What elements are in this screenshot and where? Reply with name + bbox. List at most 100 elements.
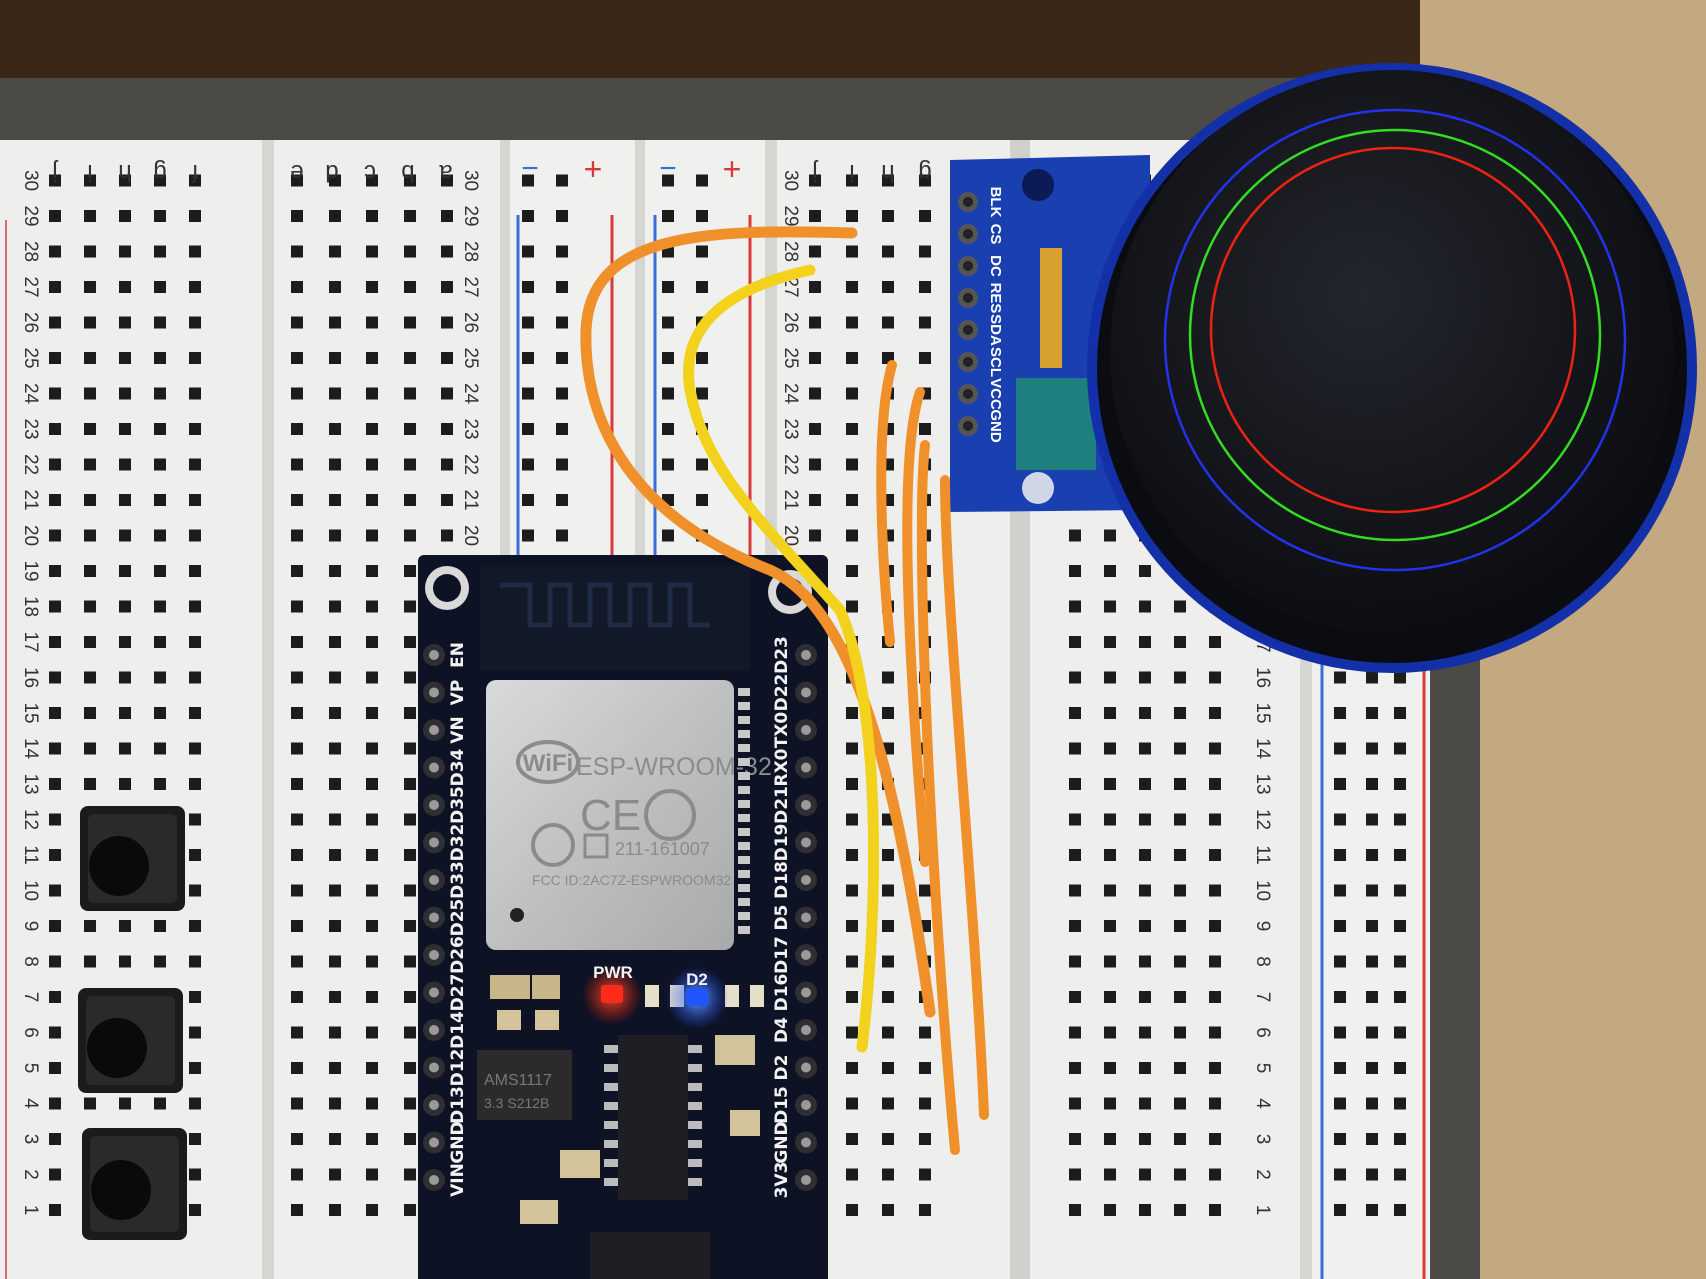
row-number: 9 bbox=[1252, 921, 1273, 932]
breadboard-hole bbox=[49, 210, 61, 222]
breadboard-hole bbox=[1104, 778, 1116, 790]
breadboard-hole bbox=[329, 316, 341, 329]
breadboard-hole bbox=[1139, 1097, 1151, 1110]
breadboard-hole bbox=[329, 210, 341, 222]
breadboard-hole bbox=[366, 955, 378, 968]
breadboard-hole bbox=[154, 778, 166, 790]
row-number: 6 bbox=[20, 1027, 41, 1038]
breadboard-hole bbox=[556, 316, 568, 329]
breadboard-hole bbox=[1174, 1133, 1186, 1145]
breadboard-hole bbox=[1069, 955, 1081, 968]
breadboard-hole bbox=[1394, 1133, 1406, 1145]
esp32-pin-label: D4 bbox=[772, 1017, 792, 1043]
breadboard-hole bbox=[1104, 1204, 1116, 1216]
breadboard-hole bbox=[1334, 742, 1346, 755]
row-number: 20 bbox=[780, 525, 801, 546]
row-number: 5 bbox=[20, 1063, 41, 1074]
row-number: 11 bbox=[20, 845, 41, 865]
row-number: 24 bbox=[20, 383, 41, 405]
breadboard-hole bbox=[366, 813, 378, 826]
breadboard-hole bbox=[291, 1204, 303, 1216]
row-number: 19 bbox=[20, 560, 41, 581]
breadboard-hole bbox=[404, 849, 416, 861]
breadboard-hole bbox=[919, 1026, 931, 1039]
chip-pin bbox=[688, 1178, 702, 1186]
column-letter: h bbox=[118, 159, 131, 186]
breadboard-hole bbox=[404, 778, 416, 790]
breadboard-hole bbox=[291, 671, 303, 684]
breadboard-hole bbox=[662, 387, 674, 400]
breadboard-hole bbox=[291, 778, 303, 790]
breadboard-hole bbox=[696, 281, 708, 293]
esp32-antenna bbox=[480, 565, 750, 670]
breadboard-hole bbox=[84, 316, 96, 329]
row-number: 7 bbox=[1252, 992, 1273, 1003]
breadboard-hole bbox=[404, 1204, 416, 1216]
breadboard-hole bbox=[329, 352, 341, 364]
row-number: 10 bbox=[20, 880, 41, 901]
power-led bbox=[601, 985, 623, 1003]
esp32-pin-label: D35 bbox=[448, 786, 468, 824]
breadboard-hole bbox=[522, 245, 534, 258]
esp32-header-pin-tip bbox=[429, 875, 439, 885]
breadboard-hole bbox=[366, 778, 378, 790]
row-number: 4 bbox=[1252, 1098, 1273, 1109]
column-letter: j bbox=[52, 159, 58, 186]
breadboard-hole bbox=[84, 210, 96, 222]
breadboard-hole bbox=[291, 849, 303, 861]
breadboard-hole bbox=[919, 423, 931, 435]
row-number: 2 bbox=[20, 1169, 41, 1180]
orange-wire-2 bbox=[876, 360, 897, 647]
breadboard-hole bbox=[1139, 955, 1151, 968]
breadboard-hole bbox=[1069, 671, 1081, 684]
regulator-chip bbox=[477, 1050, 572, 1120]
breadboard-hole bbox=[846, 1097, 858, 1110]
breadboard-hole bbox=[1174, 671, 1186, 684]
breadboard-hole bbox=[1174, 707, 1186, 719]
breadboard-hole bbox=[1209, 1026, 1221, 1039]
breadboard-hole bbox=[1139, 778, 1151, 790]
breadboard-hole bbox=[119, 281, 131, 293]
breadboard-hole bbox=[919, 210, 931, 222]
breadboard-hole bbox=[119, 565, 131, 577]
display-pin-label: GND bbox=[987, 409, 1004, 443]
breadboard-hole bbox=[882, 245, 894, 258]
breadboard-hole bbox=[404, 920, 416, 932]
breadboard-hole bbox=[404, 813, 416, 826]
chip-pin bbox=[688, 1064, 702, 1072]
row-number: 1 bbox=[20, 1205, 41, 1216]
breadboard-hole bbox=[1209, 1204, 1221, 1216]
display-header-pins bbox=[958, 192, 978, 436]
breadboard-hole bbox=[189, 920, 201, 932]
breadboard-hole bbox=[662, 174, 674, 187]
breadboard-hole bbox=[1366, 1133, 1378, 1145]
breadboard-hole bbox=[1174, 742, 1186, 755]
breadboard-hole bbox=[1334, 778, 1346, 790]
breadboard-hole bbox=[329, 636, 341, 648]
row-number: 27 bbox=[20, 276, 41, 297]
breadboard-hole bbox=[154, 281, 166, 293]
breadboard-hole bbox=[49, 813, 61, 826]
castellation-pad bbox=[738, 926, 750, 934]
breadboard-hole bbox=[154, 955, 166, 968]
breadboard-hole bbox=[154, 316, 166, 329]
breadboard-hole bbox=[404, 387, 416, 400]
chip-pin bbox=[604, 1102, 618, 1110]
breadboard-hole bbox=[882, 210, 894, 222]
breadboard-hole bbox=[291, 281, 303, 293]
breadboard-hole bbox=[189, 742, 201, 755]
row-number: 21 bbox=[20, 489, 41, 510]
row-number: 25 bbox=[20, 347, 41, 368]
row-number: 26 bbox=[780, 312, 801, 333]
orange-wire-5 bbox=[940, 475, 989, 1120]
esp32-pin-label: D25 bbox=[448, 899, 468, 937]
breadboard-hole bbox=[119, 423, 131, 435]
breadboard-hole bbox=[696, 352, 708, 364]
breadboard-hole bbox=[49, 1133, 61, 1145]
breadboard-hole bbox=[1209, 955, 1221, 968]
castellation-pad bbox=[738, 884, 750, 892]
breadboard-hole bbox=[49, 245, 61, 258]
display-connector bbox=[1040, 248, 1062, 368]
breadboard-hole bbox=[882, 920, 894, 932]
